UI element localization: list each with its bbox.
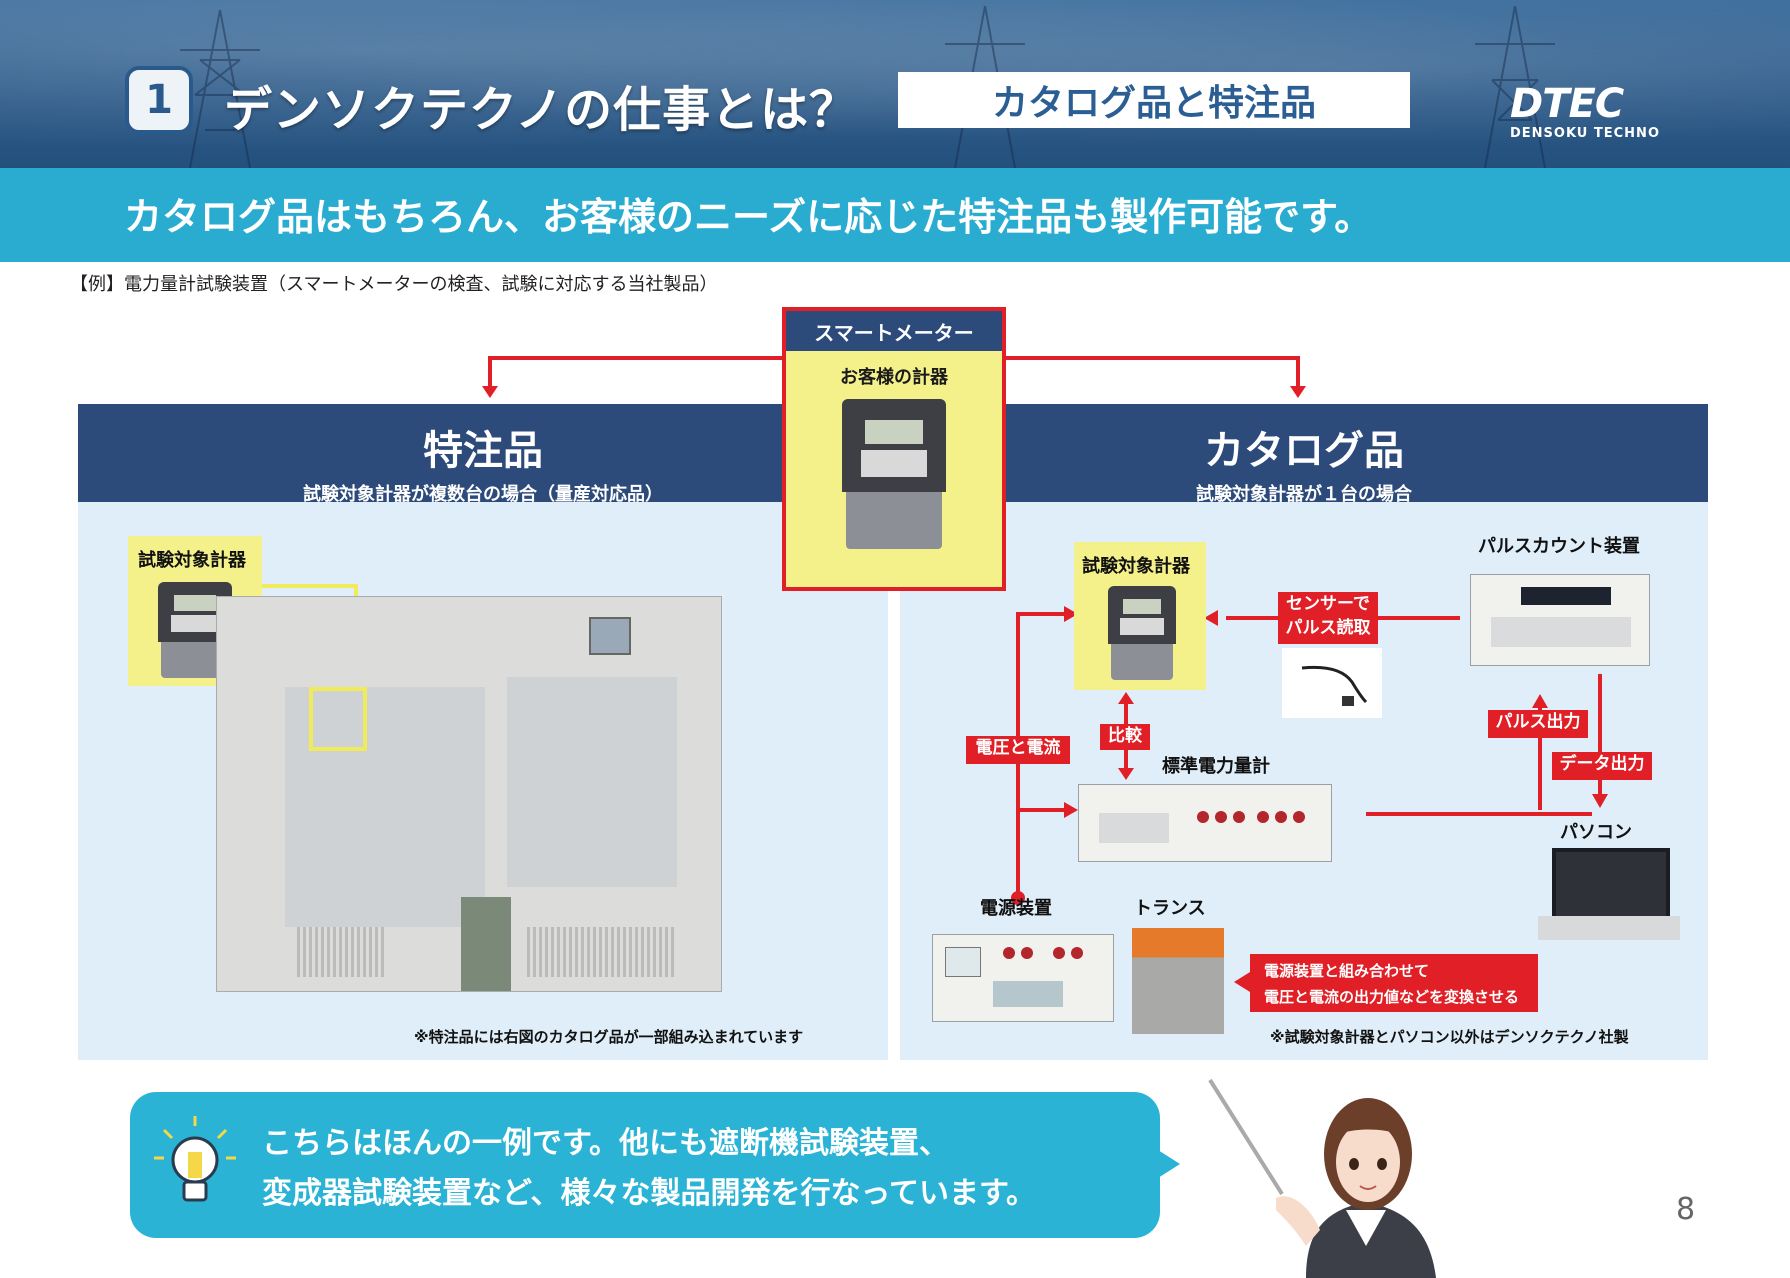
meter-image [1108, 586, 1176, 680]
example-caption: 【例】電力量計試験装置（スマートメーターの検査、試験に対応する当社製品） [70, 274, 718, 295]
power-supply-label: 電源装置 [980, 898, 1052, 919]
sensor-tag-line1: センサーで [1286, 594, 1370, 614]
smart-meter-box: スマートメーター お客様の計器 [782, 307, 1006, 591]
sensor-pulse-tag: センサーで パルス読取 [1278, 592, 1378, 644]
standard-meter-label: 標準電力量計 [1162, 756, 1270, 777]
note-pointer [1234, 972, 1250, 992]
data-output-tag: データ出力 [1552, 752, 1652, 780]
laptop-icon [1552, 848, 1670, 920]
branch-arrows [482, 356, 1306, 398]
power-supply-device [932, 934, 1114, 1022]
presenter-illustration [1208, 1078, 1436, 1278]
voltage-current-tag: 電圧と電流 [966, 736, 1070, 764]
callout-line-1: こちらはほんの一例です。他にも遮断機試験装置、 [262, 1126, 949, 1161]
test-meter-label: 試験対象計器 [138, 550, 246, 571]
catalog-panel-header: カタログ品 試験対象計器が１台の場合 [900, 404, 1708, 505]
logo-subtext: DENSOKU TECHNO [1510, 126, 1660, 141]
pulse-counter-device [1470, 574, 1650, 666]
sensor-tag-line2: パルス読取 [1285, 618, 1371, 638]
standard-meter-device [1078, 784, 1332, 862]
header-label: カタログ品と特注品 [898, 72, 1410, 128]
company-logo: DTEC DENSOKU TECHNO [1510, 84, 1660, 141]
transformer-label: トランス [1134, 898, 1206, 919]
lightbulb-icon [154, 1116, 236, 1202]
subtitle-band [0, 168, 1790, 262]
custom-panel-note: ※特注品には右図のカタログ品が一部組み込まれています [414, 1028, 804, 1046]
transformer-device [1132, 928, 1224, 1034]
pc-label: パソコン [1560, 822, 1632, 843]
transformer-note-line1: 電源装置と組み合わせて [1264, 962, 1430, 980]
power-tower-icon [1475, 5, 1555, 168]
custom-panel-header: 特注品 試験対象計器が複数台の場合（量産対応品） [78, 404, 888, 505]
sensor-image [1282, 648, 1382, 718]
header-banner [0, 0, 1790, 168]
compare-tag: 比較 [1100, 724, 1150, 750]
catalog-test-meter-label: 試験対象計器 [1082, 556, 1190, 577]
band-text: カタログ品はもちろん、お客様のニーズに応じた特注品も製作可能です。 [124, 195, 1373, 239]
callout-tail [1158, 1150, 1180, 1178]
section-number-badge: 1 [125, 66, 193, 134]
page-number: 8 [1676, 1192, 1696, 1227]
smart-meter-header: スマートメーター [786, 311, 1002, 351]
logo-mark: DTEC [1510, 81, 1624, 127]
transformer-note-line2: 電圧と電流の出力値などを変換させる [1264, 988, 1520, 1006]
catalog-panel-subtitle: 試験対象計器が１台の場合 [1196, 484, 1412, 505]
custom-panel-title: 特注品 [423, 428, 543, 474]
smart-meter-label: お客様の計器 [840, 367, 948, 388]
custom-panel-subtitle: 試験対象計器が複数台の場合（量産対応品） [303, 484, 663, 505]
pulse-output-tag: パルス出力 [1488, 710, 1588, 738]
callout-line-2: 変成器試験装置など、様々な製品開発を行なっています。 [262, 1176, 1036, 1211]
power-tower-icon [180, 9, 260, 168]
transformer-note-box: 電源装置と組み合わせて 電圧と電流の出力値などを変換させる [1250, 954, 1538, 1012]
laptop-keyboard [1538, 916, 1680, 940]
info-callout [130, 1092, 1160, 1238]
custom-test-rack [216, 596, 722, 992]
page-title: デンソクテクノの仕事とは？ [224, 82, 859, 138]
smart-meter-image [842, 399, 946, 549]
catalog-panel-note: ※試験対象計器とパソコン以外はデンソクテクノ社製 [1270, 1028, 1629, 1046]
pulse-counter-label: パルスカウント装置 [1478, 536, 1640, 557]
catalog-panel-title: カタログ品 [1204, 428, 1404, 474]
catalog-test-meter-box: 試験対象計器 [1074, 542, 1206, 690]
